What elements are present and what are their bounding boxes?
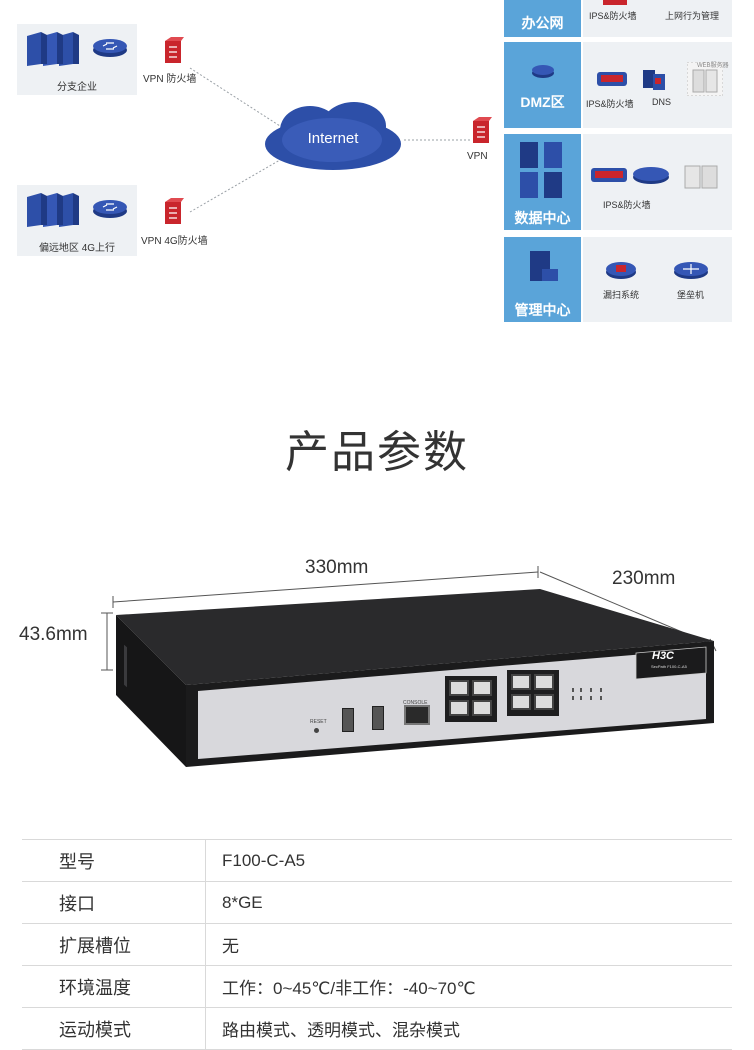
spec-key: 接口 [22, 882, 206, 923]
zone-office-title: 办公网 [521, 15, 564, 31]
firewall-device [116, 589, 714, 767]
zone-dmz-panel: WEB服务器 IPS&防火墙 DNS [583, 42, 732, 128]
remote-firewall-label: VPN 4G防火墙 [141, 236, 208, 247]
storage-server-icon [684, 165, 718, 189]
office-building-icon [27, 32, 79, 66]
internet-cloud: Internet [262, 100, 404, 178]
usb-port [372, 706, 384, 730]
dimension-depth: 230mm [612, 568, 676, 589]
zone-management-panel: 漏扫系统 堡垒机 [583, 237, 732, 322]
server-rack-icon [520, 142, 562, 198]
spec-value: 8*GE [222, 892, 263, 912]
dns-server-icon [643, 70, 665, 90]
zone-datacenter-item: IPS&防火墙 [603, 200, 651, 210]
spec-row: 运动模式 路由模式、透明模式、混杂模式 [22, 1008, 732, 1050]
cloud-icon [265, 102, 401, 170]
branch-site-box: 分支企业 [17, 24, 137, 95]
branch-site-label: 分支企业 [57, 82, 97, 93]
ethernet-port [511, 694, 531, 710]
spec-value: 路由模式、透明模式、混杂模式 [222, 1021, 460, 1040]
zone-management: 管理中心 [504, 237, 581, 322]
zone-dmz-title: DMZ区 [520, 94, 565, 110]
spec-key: 型号 [22, 840, 206, 881]
brand-logo: H3C [652, 650, 675, 662]
bastion-host-icon [674, 262, 708, 279]
reset-label: RESET [310, 719, 327, 725]
zone-dmz: DMZ区 [504, 42, 581, 128]
switch-icon [532, 65, 554, 78]
ethernet-port [449, 680, 469, 696]
zone-management-title: 管理中心 [514, 302, 571, 318]
hq-vpn-label: VPN [467, 151, 488, 162]
zone-office-panel: IPS&防火墙 上网行为管理 [583, 0, 732, 37]
usb-port [342, 708, 354, 732]
ethernet-port [449, 700, 469, 716]
section-title: 产品参数 [285, 428, 469, 477]
console-port [404, 705, 430, 725]
office-building-icon [27, 193, 79, 227]
ethernet-port [472, 700, 492, 716]
management-server-icon [530, 251, 558, 281]
branch-firewall-label: VPN 防火墙 [143, 74, 197, 85]
zone-office-item: IPS&防火墙 [589, 11, 637, 21]
remote-site-box: 偏远地区 4G上行 [17, 185, 137, 256]
spec-table: 型号 F100-C-A5 接口 8*GE 扩展槽位 无 环境温度 工作：0~45… [22, 839, 732, 1050]
zone-management-item: 堡垒机 [677, 290, 705, 300]
ethernet-port [511, 674, 531, 690]
switch-icon [93, 200, 127, 218]
ethernet-port [472, 680, 492, 696]
zone-datacenter: 数据中心 [504, 134, 581, 230]
ips-firewall-icon [597, 72, 627, 86]
switch-icon [93, 39, 127, 57]
spec-key: 环境温度 [22, 966, 206, 1007]
zone-datacenter-title: 数据中心 [514, 210, 571, 226]
dimension-width: 330mm [305, 557, 369, 578]
zone-dmz-item: DNS [652, 97, 672, 107]
remote-site-label: 偏远地区 4G上行 [38, 243, 116, 254]
spec-row: 环境温度 工作：0~45℃/非工作：-40~70℃ [22, 966, 732, 1008]
spec-key: 扩展槽位 [22, 924, 206, 965]
spec-key: 运动模式 [22, 1008, 206, 1049]
spec-row: 接口 8*GE [22, 882, 732, 924]
ips-firewall-icon [591, 167, 669, 184]
console-label: CONSOLE [403, 700, 428, 706]
zone-office: 办公网 [504, 0, 581, 37]
ethernet-port-block [507, 670, 559, 716]
zone-management-item: 漏扫系统 [603, 290, 640, 300]
network-links [189, 67, 470, 213]
zone-office-item: 上网行为管理 [665, 11, 720, 21]
model-caption: SecPath F100-C-A5 [651, 664, 687, 669]
web-server-tag: WEB服务器 [697, 63, 729, 69]
spec-value: 工作：0~45℃/非工作：-40~70℃ [222, 979, 476, 998]
spec-value: 无 [222, 937, 239, 956]
reset-button [314, 728, 319, 733]
ethernet-port-block [445, 676, 497, 722]
status-leds [572, 688, 602, 700]
web-server-icon [687, 62, 723, 96]
internet-label: Internet [307, 130, 359, 147]
vuln-scanner-icon [606, 262, 636, 279]
firewall-icon [165, 198, 184, 224]
zone-dmz-item: IPS&防火墙 [586, 99, 634, 109]
zone-datacenter-panel: IPS&防火墙 [583, 134, 732, 230]
ips-firewall-icon [603, 0, 627, 5]
firewall-icon [473, 117, 492, 143]
dimension-height: 43.6mm [19, 624, 88, 645]
ethernet-port [534, 694, 554, 710]
spec-row: 型号 F100-C-A5 [22, 840, 732, 882]
spec-row: 扩展槽位 无 [22, 924, 732, 966]
firewall-icon [165, 37, 184, 63]
spec-value: F100-C-A5 [222, 850, 306, 870]
ethernet-port [534, 674, 554, 690]
